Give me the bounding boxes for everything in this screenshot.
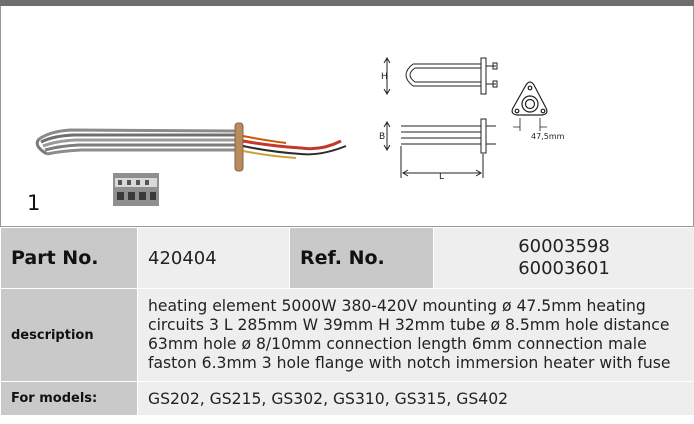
table-row: description heating element 5000W 380-42…: [0, 288, 694, 382]
product-image-panel: H B L: [0, 6, 694, 227]
part-no-value: 420404: [137, 227, 290, 289]
table-row: Part No. 420404 Ref. No. 60003598 600036…: [0, 227, 694, 289]
ref-no-value: 60003601: [518, 258, 610, 279]
table-row: For models: GS202, GS215, GS302, GS310, …: [0, 381, 694, 416]
flange-drawing: [511, 81, 548, 131]
ref-no-values: 60003598 60003601: [433, 227, 694, 289]
dimension-drawing-height: [383, 57, 498, 95]
product-illustration: H B L: [35, 57, 565, 206]
spec-table: Part No. 420404 Ref. No. 60003598 600036…: [0, 227, 694, 416]
ref-no-value: 60003598: [518, 236, 610, 257]
models-label: For models:: [0, 381, 138, 416]
description-label: description: [0, 288, 138, 382]
models-value: GS202, GS215, GS302, GS310, GS315, GS402: [137, 381, 694, 416]
length-label: L: [439, 172, 444, 182]
heating-element-photo: [35, 122, 347, 172]
top-bar: [0, 0, 694, 6]
part-no-label: Part No.: [0, 227, 138, 289]
width-label: B: [379, 132, 385, 142]
height-label: H: [381, 72, 388, 82]
description-value: heating element 5000W 380-420V mounting …: [137, 288, 694, 382]
dimension-drawing-length: [383, 118, 496, 178]
ref-no-label: Ref. No.: [289, 227, 434, 289]
terminal-block-photo: [113, 173, 159, 206]
flange-diameter-label: 47,5mm: [531, 132, 565, 141]
figure-number: 1: [27, 191, 41, 215]
